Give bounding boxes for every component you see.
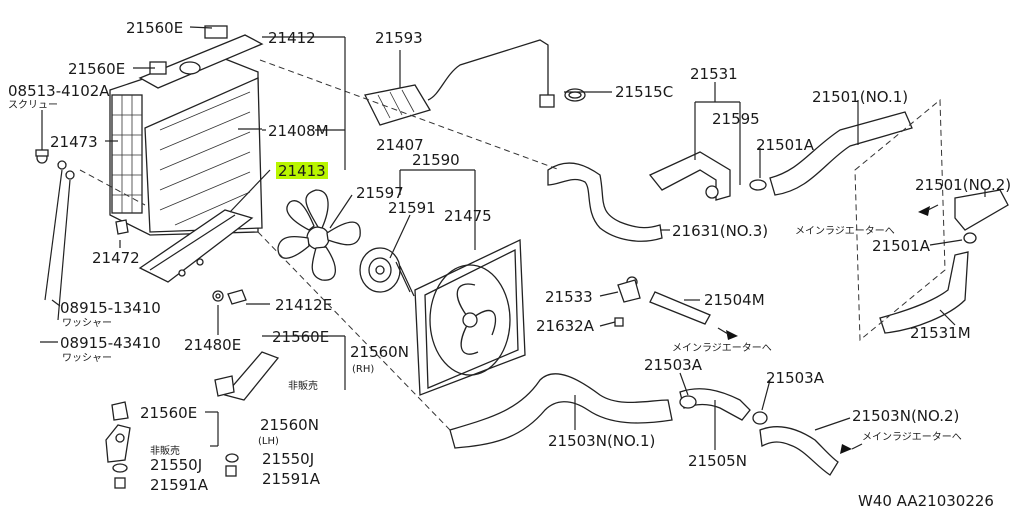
label-21501-no2[interactable]: 21501(NO.2) bbox=[915, 176, 1011, 194]
label-21591[interactable]: 21591 bbox=[388, 199, 436, 217]
hose-21501-no1[interactable] bbox=[769, 111, 913, 196]
fan-motor-21591[interactable] bbox=[359, 247, 415, 297]
label-21632A[interactable]: 21632A bbox=[536, 317, 595, 335]
screw-08513[interactable] bbox=[35, 149, 49, 164]
grommet-21480E[interactable] bbox=[212, 290, 224, 302]
label-not-sold-2: 非販売 bbox=[150, 444, 180, 457]
footer-code: W40 AA21030226 bbox=[858, 492, 994, 510]
tube-21531[interactable] bbox=[648, 151, 731, 201]
label-21597[interactable]: 21597 bbox=[356, 184, 404, 202]
hose-21501-no2[interactable] bbox=[954, 189, 1009, 231]
highlight-21413 bbox=[276, 162, 328, 179]
bottom-tank[interactable] bbox=[138, 209, 254, 283]
fan-shroud-21475[interactable] bbox=[414, 238, 526, 396]
label-21501A-a[interactable]: 21501A bbox=[756, 136, 815, 154]
label-21501A-b[interactable]: 21501A bbox=[872, 237, 931, 255]
clip-21472[interactable] bbox=[115, 219, 129, 235]
drain-21412E[interactable] bbox=[227, 289, 247, 305]
label-21591A-a[interactable]: 21591A bbox=[150, 476, 209, 494]
label-21408M[interactable]: 21408M bbox=[268, 122, 329, 140]
label-main-rad-3: メインラジエーターへ bbox=[862, 431, 962, 443]
bracket-21560N-rh[interactable] bbox=[214, 351, 280, 401]
label-21591A-b[interactable]: 21591A bbox=[262, 470, 321, 488]
bracket-21560N-lh[interactable] bbox=[105, 401, 131, 463]
label-lh: (LH) bbox=[258, 436, 279, 447]
hose-21503N-no2[interactable] bbox=[759, 426, 839, 476]
grommet-21550J[interactable] bbox=[112, 453, 239, 473]
label-21503N-no2[interactable]: 21503N(NO.2) bbox=[852, 407, 959, 425]
label-21515C[interactable]: 21515C bbox=[615, 83, 673, 101]
label-21504M[interactable]: 21504M bbox=[704, 291, 765, 309]
label-washer-a: ワッシャー bbox=[62, 318, 112, 329]
label-rh: (RH) bbox=[352, 364, 374, 375]
radiator-core-hatch bbox=[159, 91, 251, 226]
label-21631-no3[interactable]: 21631(NO.3) bbox=[672, 222, 768, 240]
label-21472[interactable]: 21472 bbox=[92, 249, 140, 267]
label-21560N-lh[interactable]: 21560N bbox=[260, 416, 319, 434]
label-21550J-a[interactable]: 21550J bbox=[150, 456, 202, 474]
leader-lines bbox=[40, 26, 986, 450]
hose-21503N-no1[interactable] bbox=[449, 373, 673, 449]
washer-08915[interactable] bbox=[44, 160, 75, 321]
label-21503A-b[interactable]: 21503A bbox=[766, 369, 825, 387]
label-21533[interactable]: 21533 bbox=[545, 288, 593, 306]
label-main-rad-1: メインラジエーターへ bbox=[672, 342, 772, 354]
bracket-21533[interactable] bbox=[617, 279, 641, 303]
label-21505N[interactable]: 21505N bbox=[688, 452, 747, 470]
label-21531[interactable]: 21531 bbox=[690, 65, 738, 83]
radiator-side-grid bbox=[111, 94, 143, 214]
label-21560E-top[interactable]: 21560E bbox=[126, 19, 183, 37]
label-not-sold-1: 非販売 bbox=[288, 379, 318, 392]
label-21593[interactable]: 21593 bbox=[375, 29, 423, 47]
label-21473[interactable]: 21473 bbox=[50, 133, 98, 151]
label-21480E[interactable]: 21480E bbox=[184, 336, 241, 354]
label-21590[interactable]: 21590 bbox=[412, 151, 460, 169]
part-labels: 21560E 21412 21593 21560E 08513-4102A スク… bbox=[8, 19, 1011, 510]
label-21501-no1[interactable]: 21501(NO.1) bbox=[812, 88, 908, 106]
clamp-21515C[interactable] bbox=[564, 88, 586, 102]
clip-21632A[interactable] bbox=[614, 317, 624, 327]
label-21412E[interactable]: 21412E bbox=[275, 296, 332, 314]
radiator-assembly[interactable] bbox=[109, 25, 264, 236]
harness-21593[interactable] bbox=[364, 39, 555, 126]
label-21412[interactable]: 21412 bbox=[268, 29, 316, 47]
label-main-rad-2: メインラジエーターへ bbox=[795, 225, 895, 237]
clamp-21501A[interactable] bbox=[749, 179, 977, 244]
label-21407[interactable]: 21407 bbox=[376, 136, 424, 154]
label-21560E-4[interactable]: 21560E bbox=[140, 404, 197, 422]
label-screw: スクリュー bbox=[8, 99, 58, 111]
label-washer-b: ワッシャー bbox=[62, 353, 112, 364]
fan-blade-21597[interactable] bbox=[277, 189, 361, 281]
label-21550J-b[interactable]: 21550J bbox=[262, 450, 314, 468]
bolt-21591A[interactable] bbox=[114, 465, 237, 489]
label-21475[interactable]: 21475 bbox=[444, 207, 492, 225]
label-21560E-3[interactable]: 21560E bbox=[272, 328, 329, 346]
label-08915-13410[interactable]: 08915-13410 bbox=[60, 299, 161, 317]
label-21560N-rh[interactable]: 21560N bbox=[350, 343, 409, 361]
label-21503A-a[interactable]: 21503A bbox=[644, 356, 703, 374]
label-21560E-2[interactable]: 21560E bbox=[68, 60, 125, 78]
label-21531M[interactable]: 21531M bbox=[910, 324, 971, 342]
label-21503N-no1[interactable]: 21503N(NO.1) bbox=[548, 432, 655, 450]
label-21413[interactable]: 21413 bbox=[278, 162, 326, 180]
clamp-21503A[interactable] bbox=[679, 395, 768, 425]
label-21595[interactable]: 21595 bbox=[712, 110, 760, 128]
dashed-guides bbox=[79, 59, 946, 431]
label-08915-43410[interactable]: 08915-43410 bbox=[60, 334, 161, 352]
arrow-icon bbox=[717, 204, 939, 454]
hose-21631-no3[interactable] bbox=[547, 162, 663, 242]
label-08513-4102A[interactable]: 08513-4102A bbox=[8, 82, 110, 100]
hose-21531M[interactable] bbox=[879, 251, 969, 334]
